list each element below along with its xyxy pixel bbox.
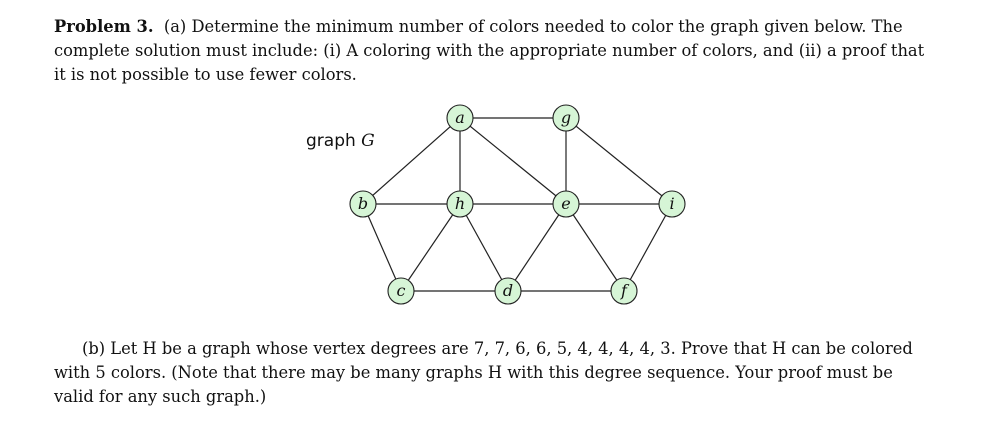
vertex-label-h: h [455, 194, 465, 213]
graph-label-name: G [361, 131, 375, 151]
vertex-b: b [349, 190, 377, 218]
vertex-g: g [552, 104, 580, 132]
vertex-circle-c [387, 277, 415, 305]
vertex-i: i [658, 190, 686, 218]
vertex-c: c [387, 277, 415, 305]
vertex-label-e: e [561, 194, 570, 213]
vertex-circle-g [552, 104, 580, 132]
vertex-circle-h [446, 190, 474, 218]
graph-vertices: a g b h e i c d f [349, 104, 686, 305]
vertex-h: h [446, 190, 474, 218]
vertex-d: d [494, 277, 522, 305]
vertex-label-d: d [503, 281, 513, 300]
vertex-label-c: c [397, 281, 406, 300]
edge-c-h [400, 203, 461, 292]
vertex-circle-a [446, 104, 474, 132]
vertex-circle-b [349, 190, 377, 218]
edge-e-f [565, 203, 625, 292]
edge-f-i [623, 203, 673, 292]
vertex-label-f: f [620, 281, 630, 300]
vertex-circle-i [658, 190, 686, 218]
edge-a-e [459, 117, 567, 205]
vertex-a: a [446, 104, 474, 132]
edge-a-b [362, 117, 461, 205]
part-b-text: (b) Let H be a graph whose vertex degree… [54, 337, 926, 409]
edge-h-d [459, 203, 509, 292]
graph-figure: graph G a g b h e i c d f [306, 104, 686, 305]
part-a-text: Problem 3. (a) Determine the minimum num… [54, 15, 926, 87]
problem-label: Problem 3. [54, 17, 154, 36]
vertex-circle-f [610, 277, 638, 305]
edge-d-e [507, 203, 567, 292]
graph-label: graph G [306, 131, 375, 151]
edge-b-c [362, 203, 402, 292]
vertex-label-a: a [455, 108, 465, 127]
vertex-label-g: g [561, 108, 571, 127]
vertex-e: e [552, 190, 580, 218]
vertex-f: f [610, 277, 638, 305]
part-b-body: (b) Let H be a graph whose vertex degree… [54, 339, 913, 406]
vertex-label-i: i [669, 194, 674, 213]
vertex-circle-d [494, 277, 522, 305]
graph-edges [362, 117, 673, 292]
vertex-circle-e [552, 190, 580, 218]
vertex-label-b: b [358, 194, 368, 213]
edge-g-i [565, 117, 673, 205]
part-a-body: (a) Determine the minimum number of colo… [54, 17, 925, 84]
graph-label-word: graph [306, 131, 356, 151]
